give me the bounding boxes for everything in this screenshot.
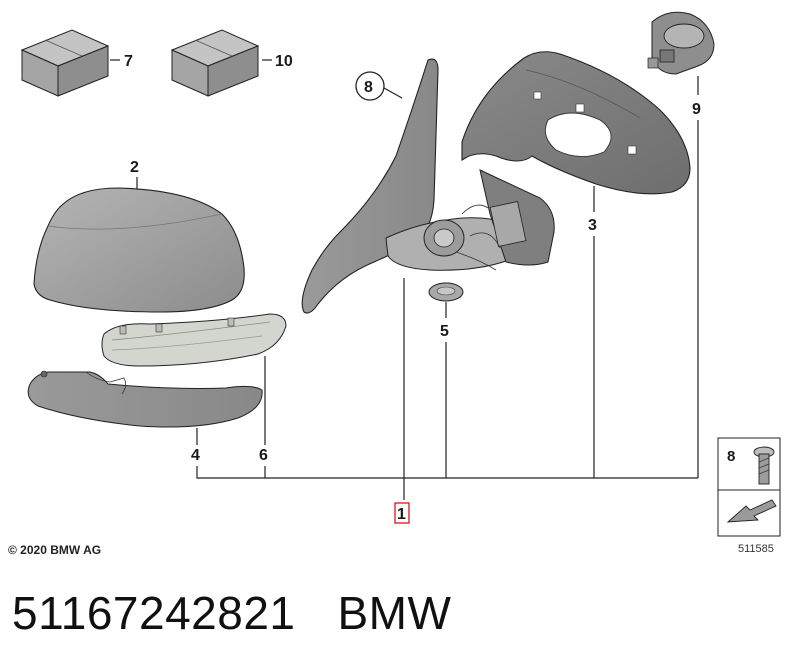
callout-10: 10 [275,53,293,70]
callout-6: 6 [259,447,268,464]
callout-3: 3 [588,217,597,234]
copyright-notice: © 2020 BMW AG [8,543,101,557]
callout-4: 4 [191,447,200,464]
callout-9: 9 [692,101,701,118]
part-7-kit-box [20,29,110,97]
part-number: 51167242821 [12,587,296,639]
callout-1: 1 [397,506,406,523]
part-10-kit-box [170,29,260,97]
part-6-turn-signal-lens [101,313,287,367]
part-2-mirror-cap [33,187,245,313]
leader-line-8 [383,87,403,99]
part-9-sensor-unit [647,11,715,75]
callout-7: 7 [124,53,133,70]
brand-name: BMW [337,587,452,639]
diagram-number: 511585 [738,543,774,555]
screw-legend-box: 8 511585 [717,437,781,555]
screw-icon [753,446,775,485]
callout-8-circle [355,71,385,101]
footer-part-number-line: 51167242821 BMW [12,586,451,640]
assembly-arrow-icon [726,499,777,523]
callout-8: 8 [364,79,373,96]
callout-1-highlight [394,502,410,524]
part-4-lower-trim [27,370,263,428]
callout-2: 2 [130,159,139,176]
legend-screw-callout: 8 [727,448,735,465]
assembly-bracket-line [196,466,698,479]
callout-5: 5 [440,323,449,340]
mirror-motor-assembly [385,169,555,271]
